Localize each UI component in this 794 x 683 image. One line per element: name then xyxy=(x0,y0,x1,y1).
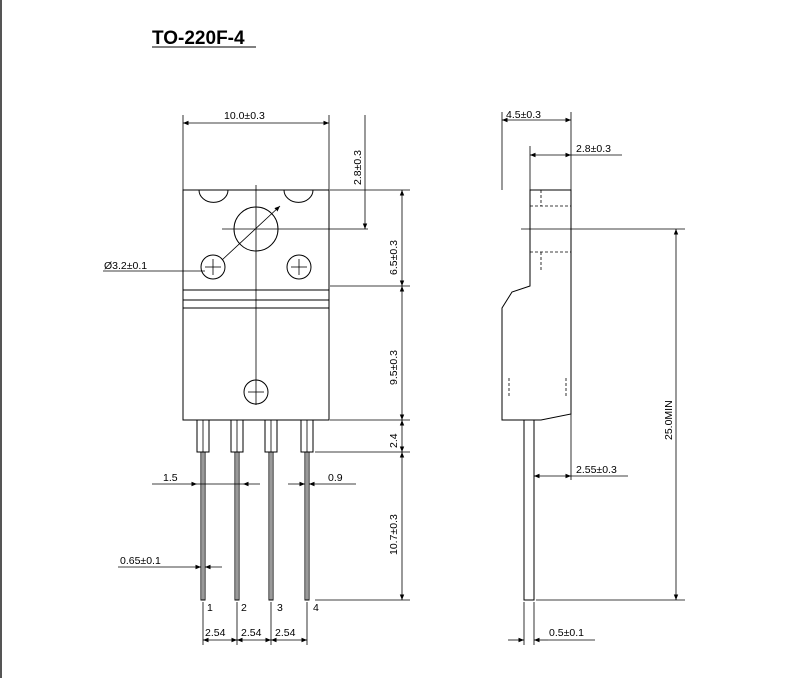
package-title: TO-220F-4 xyxy=(152,28,245,49)
standoff-label: 2.4 xyxy=(388,433,400,448)
hole-top-label: 2.8±0.3 xyxy=(352,150,364,185)
left-ejector-mark xyxy=(200,254,226,280)
side-tab-label: 2.8±0.3 xyxy=(576,143,611,155)
front-view: Ø3.2±0.1 1 2 3 xyxy=(103,110,410,645)
leads xyxy=(196,419,314,601)
side-leadpos-label: 2.55±0.3 xyxy=(576,464,617,476)
right-notch xyxy=(283,189,314,203)
pin-3-label: 3 xyxy=(277,602,283,614)
side-view: 4.5±0.3 2.8±0.3 2.55±0.3 25.0MIN 0.5±0.1 xyxy=(501,109,685,645)
lead-length-label: 10.7±0.3 xyxy=(388,514,400,555)
frame-left-edge xyxy=(0,0,2,678)
pitch-2-label: 2.54 xyxy=(241,627,262,639)
upper-height-label: 6.5±0.3 xyxy=(388,240,400,275)
lead-wide-label: 1.5 xyxy=(163,472,178,484)
side-total-label: 25.0MIN xyxy=(663,400,675,440)
pitch-3-label: 2.54 xyxy=(275,627,296,639)
side-lead xyxy=(523,419,535,601)
lower-height-label: 9.5±0.3 xyxy=(388,350,400,385)
pin-4-label: 4 xyxy=(313,602,319,614)
pitch-1-label: 2.54 xyxy=(205,627,226,639)
lead-narrow-label: 0.9 xyxy=(328,472,343,484)
right-ejector-mark xyxy=(286,254,312,280)
side-thk-label: 0.5±0.1 xyxy=(549,627,584,639)
hole-dia-label: Ø3.2±0.1 xyxy=(104,260,147,272)
left-notch xyxy=(198,189,229,203)
side-body xyxy=(501,189,572,421)
width-label: 10.0±0.3 xyxy=(224,110,265,122)
pin-2-label: 2 xyxy=(241,602,247,614)
pin-1-label: 1 xyxy=(207,602,213,614)
side-depth-label: 4.5±0.3 xyxy=(506,109,541,121)
hole-dia-leader xyxy=(221,205,281,261)
lead-thk-label: 0.65±0.1 xyxy=(120,555,161,567)
